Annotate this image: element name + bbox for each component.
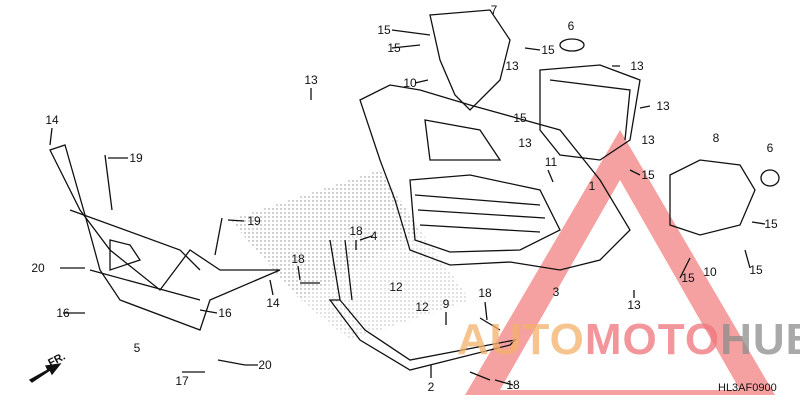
callout[interactable]: 15 [764,217,778,231]
callout[interactable]: 4 [370,229,378,243]
callout[interactable]: 14 [45,113,59,127]
callout[interactable]: 19 [129,151,143,165]
bolts [60,154,501,381]
watermark-hub: HUB [720,315,800,364]
watermark-triangle [465,130,775,395]
dotted-shadow-area [230,170,420,300]
watermark-moto: MOTO [584,315,721,364]
grommet-right [760,169,780,187]
callout[interactable]: 16 [218,306,232,320]
callout[interactable]: 13 [505,59,519,73]
callout[interactable]: 18 [349,224,363,238]
lower-guard [328,299,517,371]
callout[interactable]: 12 [415,300,429,314]
right-bracket [539,64,641,161]
front-arrow [28,363,62,383]
callout[interactable]: 15 [513,111,527,125]
callout[interactable]: 15 [641,168,655,182]
watermark-a: A [457,315,490,364]
side-cover [669,159,756,236]
front-bumper [49,144,281,331]
callout[interactable]: 2 [427,380,435,394]
callout[interactable]: 20 [258,358,272,372]
callout[interactable]: 11 [544,155,558,169]
watermark-uto: UTO [489,315,585,364]
callout[interactable]: 10 [703,265,717,279]
callout[interactable]: 15 [377,23,391,37]
callout[interactable]: 8 [712,131,720,145]
callout[interactable]: 6 [766,141,774,155]
callout[interactable]: 18 [291,252,305,266]
dotted-shadow-area-lower [300,230,470,340]
leader-lines [49,29,766,386]
callout[interactable]: 19 [247,214,261,228]
callout[interactable]: 15 [681,271,695,285]
callout[interactable]: 12 [389,280,403,294]
diagram-code: HL3AF0900 [718,382,777,394]
callout[interactable]: 1 [588,179,596,193]
callout[interactable]: 9 [442,297,450,311]
callout[interactable]: 17 [175,374,189,388]
watermark-logo: AUTOMOTOHUB [457,318,800,362]
callout[interactable]: 13 [656,99,670,113]
callout[interactable]: 10 [403,76,417,90]
callout[interactable]: 3 [552,285,560,299]
callout[interactable]: 20 [31,261,45,275]
callout[interactable]: 15 [541,43,555,57]
callout[interactable]: 15 [749,263,763,277]
callout[interactable]: 18 [506,378,520,392]
callout[interactable]: 13 [518,136,532,150]
callout[interactable]: 6 [567,19,575,33]
callout[interactable]: 13 [304,73,318,87]
callout[interactable]: 15 [387,41,401,55]
callout[interactable]: 16 [56,306,70,320]
callout[interactable]: 14 [266,296,280,310]
callout[interactable]: 7 [490,3,498,17]
callout[interactable]: 18 [478,286,492,300]
callout[interactable]: 13 [630,59,644,73]
grommet [559,38,585,52]
upper-cover [429,9,511,111]
front-grille [359,84,631,271]
callout[interactable]: 5 [133,341,141,355]
callout[interactable]: 13 [627,298,641,312]
callout[interactable]: 13 [641,133,655,147]
